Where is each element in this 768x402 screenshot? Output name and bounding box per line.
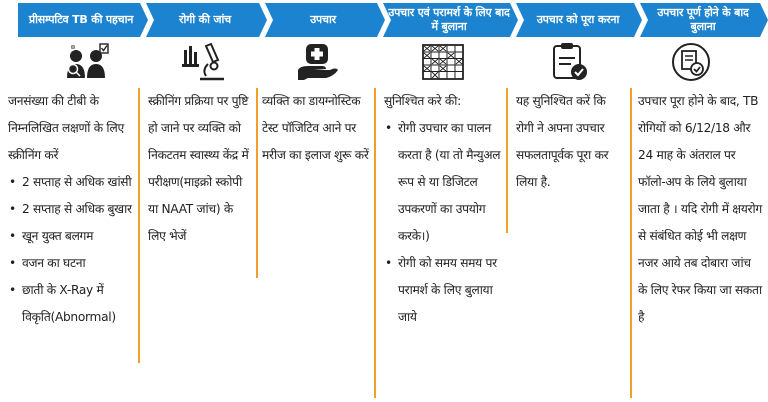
column-follow-up-counselling: सुनिश्चित करे की: रोगी उपचार का पालन करत…: [384, 88, 504, 400]
stage-arrow-bar: [18, 3, 768, 37]
medical-hand-icon: [294, 42, 340, 82]
microscope-icon: [180, 42, 226, 82]
column-treatment-completion: यह सुनिश्चित करें कि रोगी ने अपना उपचार …: [516, 88, 624, 400]
list-item: रोगी को समय समय पर परामर्श के लिए बुलाया…: [385, 250, 504, 331]
adherence-list: रोगी उपचार का पालन करता है (या तो मैन्यु…: [384, 115, 504, 331]
column-post-treatment-follow-up: उपचार पूरा होने के बाद, TB रोगियों को 6/…: [638, 88, 762, 400]
calendar-grid-icon: [420, 42, 466, 82]
column-2-text: स्क्रीनिंग प्रक्रिया पर पुष्टि हो जाने प…: [148, 94, 249, 243]
column-divider: [630, 88, 632, 398]
stage-1-title: प्रीसम्पटिव TB की पहचान: [28, 13, 134, 26]
stage-3-title: उपचार: [310, 13, 336, 26]
column-divider: [256, 88, 258, 278]
list-item: 2 सप्ताह से अधिक खांसी: [9, 169, 138, 196]
symptom-list: 2 सप्ताह से अधिक खांसी 2 सप्ताह से अधिक …: [8, 169, 138, 331]
column-divider: [374, 88, 376, 398]
list-item: रोगी उपचार का पालन करता है (या तो मैन्यु…: [385, 115, 504, 250]
people-checklist-icon: [64, 42, 110, 82]
clipboard-check-icon: [546, 42, 592, 82]
stage-2-title: रोगी की जांच: [179, 13, 231, 26]
column-treatment: व्यक्ति का डायग्नोस्टिक टेस्ट पॉजिटिव आन…: [262, 88, 372, 400]
list-item: 2 सप्ताह से अधिक बुखार: [9, 196, 138, 223]
column-divider: [138, 88, 140, 363]
column-divider: [506, 88, 508, 233]
stage-6-title: उपचार पूर्ण होने के बाद बुलाना: [657, 6, 749, 33]
column-5-text: यह सुनिश्चित करें कि रोगी ने अपना उपचार …: [516, 94, 609, 189]
stage-4-title: उपचार एवं परामर्श के लिए बाद में बुलाना: [388, 6, 510, 33]
column-screening: जनसंख्या की टीबी के निम्नलिखित लक्षणों क…: [8, 88, 138, 400]
column-1-intro: जनसंख्या की टीबी के निम्नलिखित लक्षणों क…: [8, 94, 124, 162]
column-4-intro: सुनिश्चित करे की:: [384, 94, 461, 108]
list-item: छाती के X-Ray में विकृति(Abnormal): [9, 277, 138, 331]
column-6-text: उपचार पूरा होने के बाद, TB रोगियों को 6/…: [638, 94, 762, 324]
column-examination: स्क्रीनिंग प्रक्रिया पर पुष्टि हो जाने प…: [148, 88, 254, 400]
document-check-icon: [668, 42, 714, 82]
stage-5-title: उपचार को पूरा करना: [536, 13, 620, 26]
column-3-text: व्यक्ति का डायग्नोस्टिक टेस्ट पॉजिटिव आन…: [262, 94, 369, 162]
list-item: खून युक्त बलगम: [9, 223, 138, 250]
list-item: वजन का घटना: [9, 250, 138, 277]
